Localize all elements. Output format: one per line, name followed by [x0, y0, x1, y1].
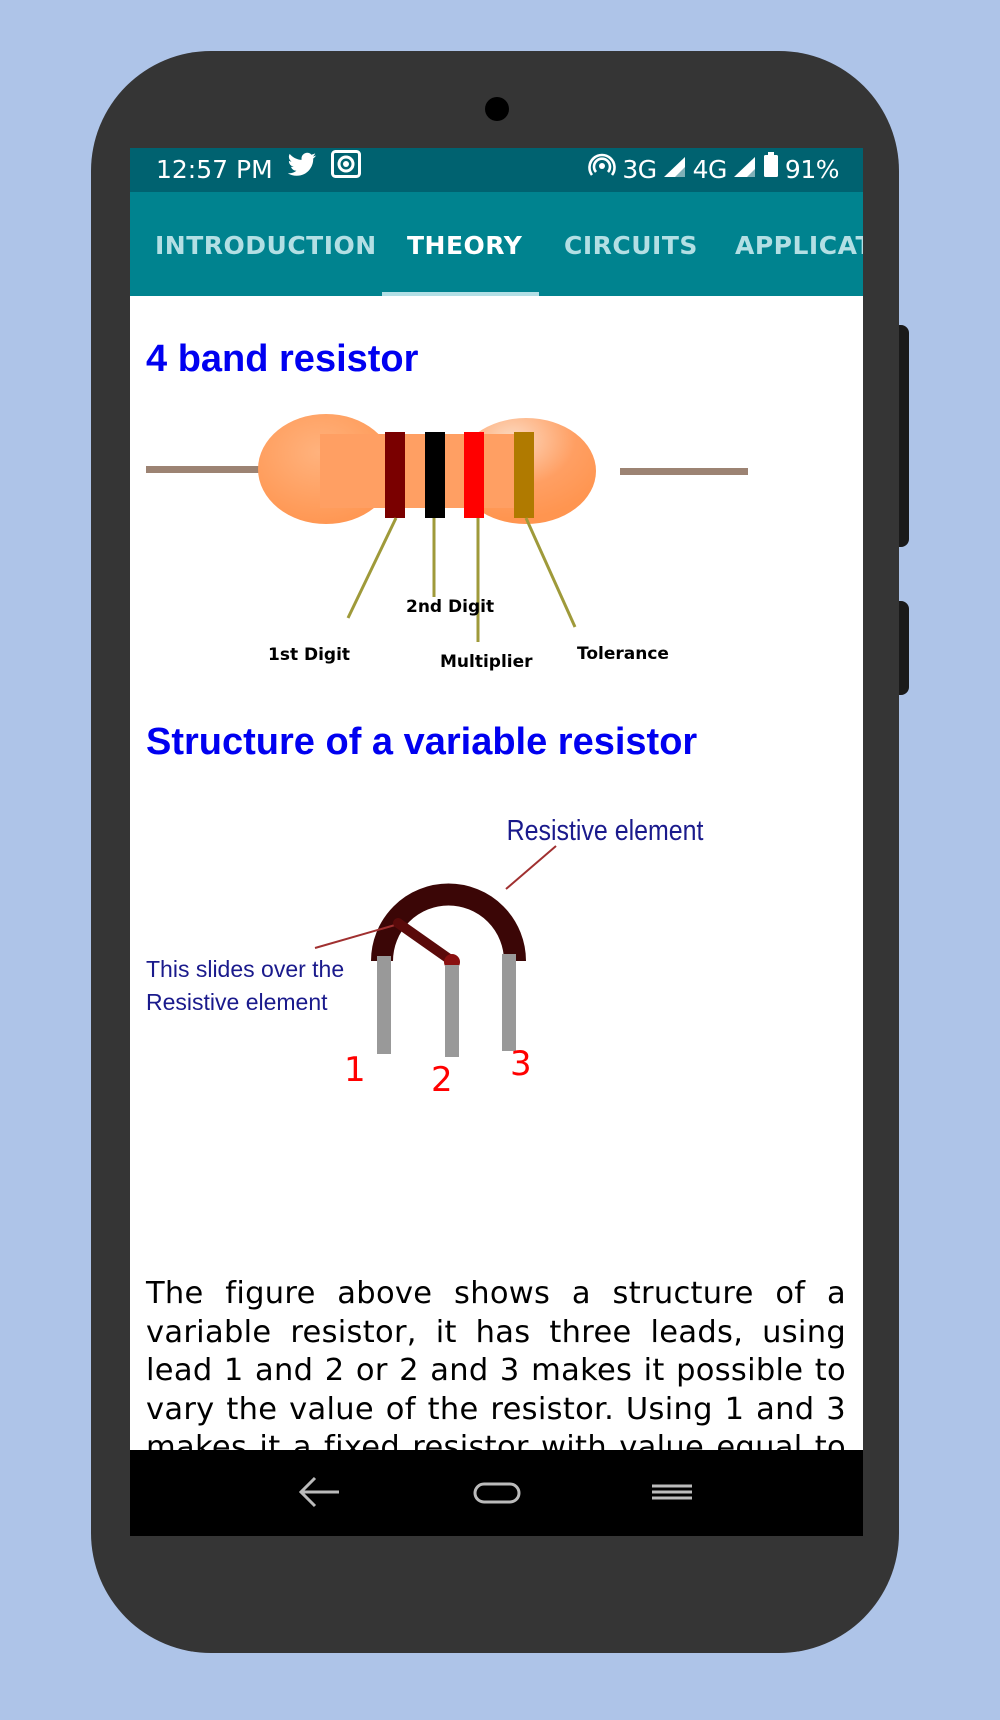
twitter-icon	[287, 148, 317, 192]
tab-theory[interactable]: THEORY	[407, 231, 523, 260]
resistor-lead-left	[146, 466, 276, 473]
heading-variable-resistor: Structure of a variable resistor	[146, 721, 698, 763]
signal-icon	[733, 148, 757, 192]
back-icon[interactable]	[295, 1472, 343, 1516]
lead-1	[377, 956, 391, 1054]
battery-percent: 91%	[784, 155, 840, 184]
signal-icon	[663, 148, 687, 192]
label-tolerance: Tolerance	[577, 644, 669, 664]
home-icon[interactable]	[472, 1472, 522, 1516]
status-time: 12:57 PM	[156, 155, 273, 184]
label-lead-2: 2	[431, 1060, 453, 1100]
band-4	[514, 432, 534, 518]
network-4g: 4G	[692, 155, 728, 184]
network-3g: 3G	[622, 155, 657, 184]
status-bar: 12:57 PM 3G	[130, 148, 863, 192]
nav-bar	[130, 1450, 863, 1536]
tab-circuits[interactable]: CIRCUITS	[564, 231, 698, 260]
resistor-figure: 2nd Digit 1st Digit Multiplier Tolerance	[146, 414, 748, 672]
content-area[interactable]: 4 band resistor	[130, 296, 863, 1536]
lead-3	[502, 954, 516, 1051]
label-lead-3: 3	[510, 1044, 532, 1084]
label-2nd-digit: 2nd Digit	[406, 597, 494, 617]
variable-resistor-figure: Resistive element This slides over the R…	[146, 814, 704, 1100]
label-wiper-line2: Resistive element	[146, 989, 328, 1015]
power-button	[899, 325, 909, 547]
battery-icon	[763, 148, 779, 192]
hotspot-icon	[588, 148, 617, 192]
volume-button	[899, 601, 909, 695]
label-wiper-line1: This slides over the	[146, 956, 344, 982]
band-1	[385, 432, 405, 518]
camera-app-icon	[330, 148, 361, 192]
front-camera	[485, 97, 509, 121]
label-multiplier: Multiplier	[440, 652, 533, 672]
screen: 12:57 PM 3G	[130, 148, 863, 1536]
tab-bar: INTRODUCTION THEORY CIRCUITS APPLICAT	[130, 192, 863, 296]
tab-applications[interactable]: APPLICAT	[735, 231, 863, 260]
tab-introduction[interactable]: INTRODUCTION	[155, 231, 377, 260]
label-1st-digit: 1st Digit	[268, 645, 350, 665]
menu-icon[interactable]	[650, 1472, 694, 1516]
resistive-element-track	[371, 883, 526, 962]
label-lead-1: 1	[344, 1050, 366, 1090]
tab-indicator	[382, 292, 539, 296]
wiper	[393, 918, 457, 966]
band-2	[425, 432, 445, 518]
resistor-lead-right	[620, 468, 748, 475]
band-3	[464, 432, 484, 518]
heading-4-band-resistor: 4 band resistor	[146, 338, 419, 380]
label-resistive-element: Resistive element	[507, 814, 704, 846]
lead-2	[445, 965, 459, 1057]
